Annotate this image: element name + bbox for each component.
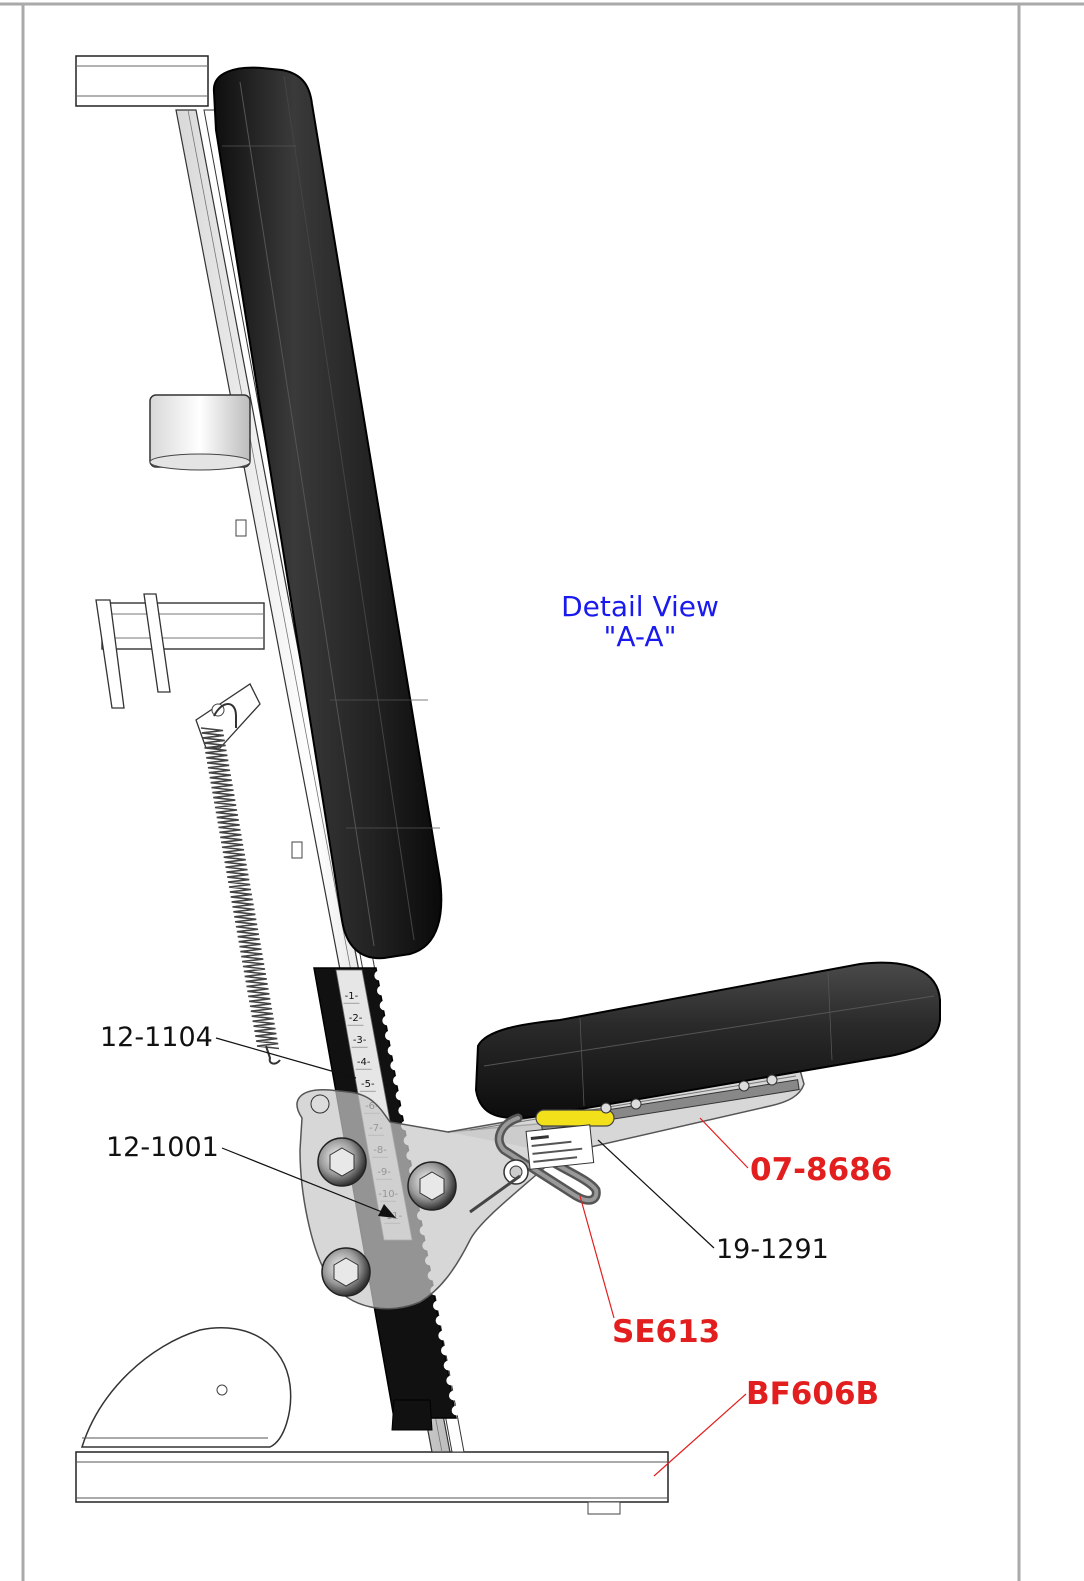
- rack-tooth: [441, 1345, 451, 1356]
- rack-tooth: [435, 1315, 446, 1326]
- leader-lines: [215, 1037, 749, 1477]
- rack-tooth: [438, 1330, 449, 1341]
- top-crossbar: [75, 55, 209, 107]
- rack-scale-tick: -1-: [345, 991, 359, 1002]
- leader-12-1001: [221, 1147, 393, 1217]
- roller-right: [407, 1161, 457, 1211]
- extension-spring-12-1104: [200, 703, 281, 1065]
- callout-07-8686: 07-8686: [750, 1152, 892, 1188]
- leader-se613: [579, 1195, 615, 1319]
- leader-bf606b: [653, 1393, 747, 1477]
- rack-tooth: [446, 1375, 457, 1386]
- rack-tooth: [385, 1030, 395, 1041]
- frame-tabs: [235, 519, 303, 859]
- rack-tooth: [387, 1045, 398, 1056]
- roller-upper-left: [317, 1137, 367, 1187]
- base-frame-bf606b: [75, 1451, 669, 1515]
- rack-tooth: [374, 970, 385, 981]
- spring-coil: [200, 727, 280, 1050]
- arrowhead-12-1001: [378, 1204, 396, 1218]
- rack-scale-tick: -5-: [361, 1079, 375, 1090]
- callout-12-1001: 12-1001: [106, 1132, 219, 1163]
- rack-scale-tick: -2-: [349, 1013, 363, 1024]
- rack-tooth: [377, 985, 387, 996]
- leader-12-1104: [215, 1037, 357, 1079]
- bracket-top-bolt: [310, 1094, 330, 1114]
- view-title-line1: Detail View: [561, 590, 719, 623]
- rack-tooth: [393, 1075, 403, 1086]
- callout-bf606b: BF606B: [746, 1376, 879, 1412]
- back-pad: [212, 66, 443, 960]
- rack-tooth: [443, 1360, 454, 1371]
- rack-tooth: [395, 1090, 406, 1101]
- callout-12-1104: 12-1104: [100, 1022, 213, 1053]
- pop-pin-handle-se613: [469, 1113, 601, 1214]
- roller-lower-left: [321, 1247, 371, 1297]
- view-title-line2: "A-A": [604, 620, 677, 653]
- pin-tag-19-1291: [525, 1109, 615, 1170]
- rack-tooth: [449, 1390, 459, 1401]
- rack-tooth: [451, 1405, 462, 1416]
- rack-tooth: [398, 1105, 409, 1116]
- rack-scale-tick: -4-: [357, 1057, 371, 1068]
- rack-tooth: [382, 1015, 393, 1026]
- rack-tooth: [433, 1300, 443, 1311]
- callout-19-1291: 19-1291: [716, 1234, 829, 1265]
- rack-tooth: [379, 1000, 390, 1011]
- leader-07-8686: [699, 1117, 749, 1169]
- weight-horn: [95, 593, 265, 749]
- pivot-tube: [149, 394, 251, 471]
- callout-se613: SE613: [612, 1314, 720, 1350]
- leader-19-1291: [597, 1139, 715, 1249]
- seat-bolts: [600, 1074, 778, 1114]
- rack-tooth: [390, 1060, 401, 1071]
- base-gusset: [80, 1327, 292, 1448]
- rack-scale-tick: -3-: [353, 1035, 367, 1046]
